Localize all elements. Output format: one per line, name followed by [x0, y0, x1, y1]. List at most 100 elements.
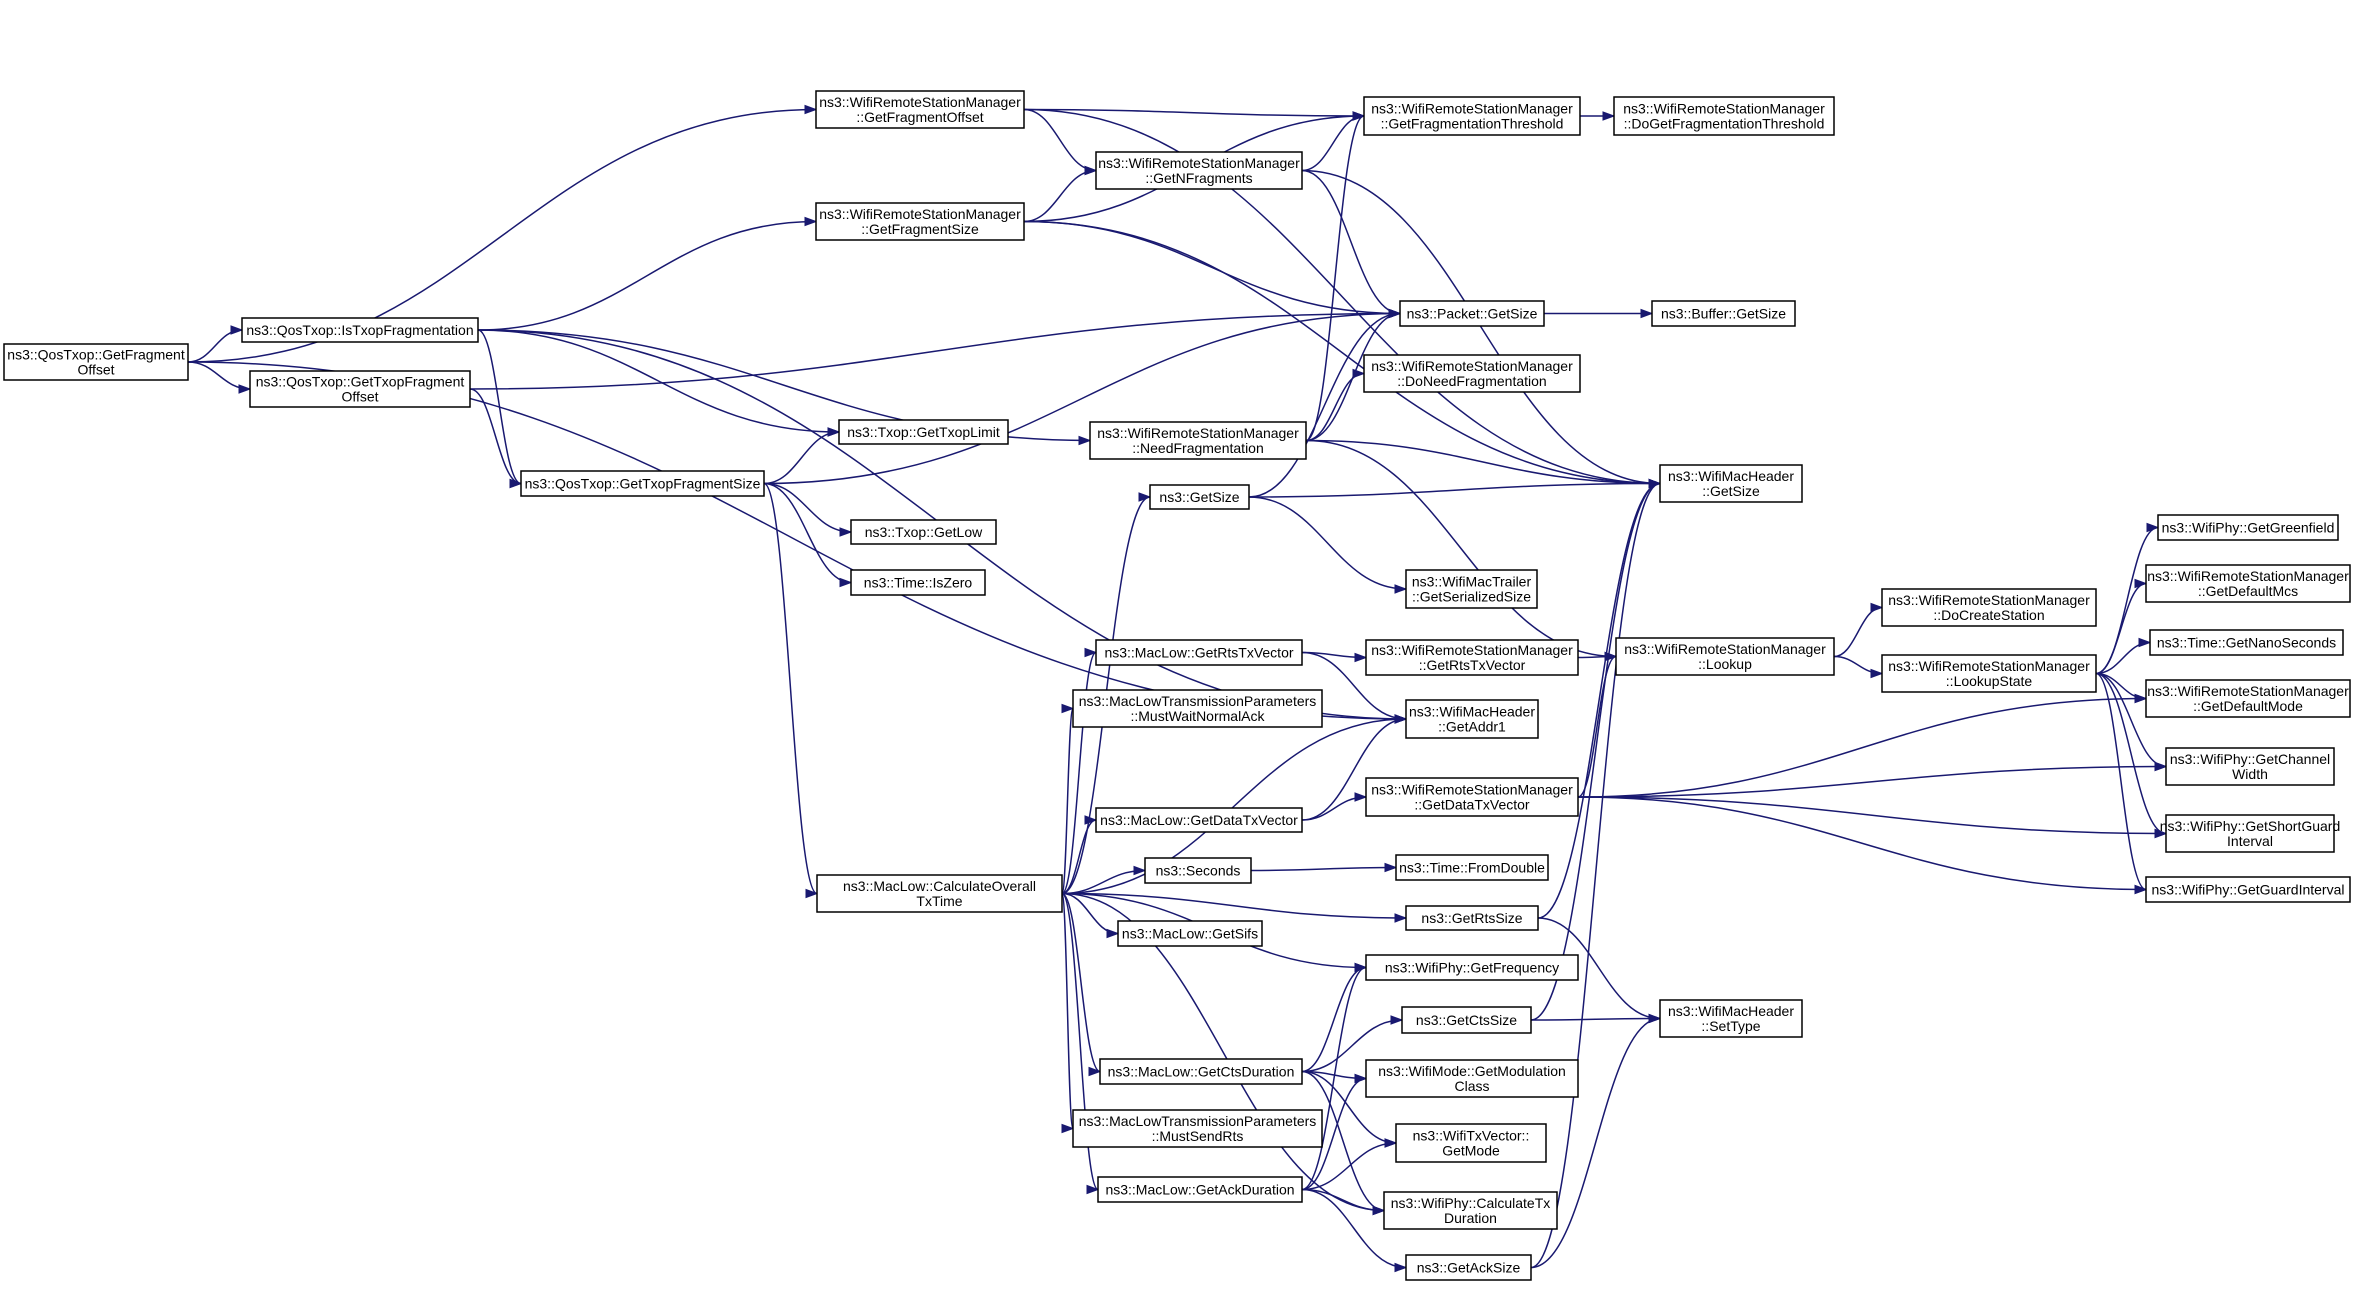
node-box	[838, 419, 1009, 445]
edge-calcOverall-to-getCtsDur	[1061, 892, 1101, 1073]
node-box	[1399, 300, 1545, 327]
arrowhead-mustSendRts	[1061, 1123, 1075, 1134]
node-box	[1117, 920, 1263, 947]
node-doGetFragThr[interactable]: ns3::WifiRemoteStationManager::DoGetFrag…	[1613, 96, 1835, 136]
edge-calcOverall-to-mustWaitAck	[1061, 707, 1074, 895]
node-getSize[interactable]: ns3::GetSize	[1149, 484, 1250, 510]
edge-wGetFragSize-to-hdrGetSize	[1023, 220, 1661, 485]
node-label: ns3::MacLow::GetRtsTxVector	[1104, 645, 1293, 661]
edge-getNFrag-to-pktGetSize	[1301, 169, 1401, 315]
node-label: ::NeedFragmentation	[1132, 440, 1264, 456]
node-label: ns3::GetAckSize	[1417, 1260, 1521, 1276]
edge-wGetFragOffset-to-getNFrag	[1023, 108, 1097, 172]
node-fromDouble[interactable]: ns3::Time::FromDouble	[1395, 854, 1549, 881]
edge-getNFrag-to-hdrGetSize	[1301, 169, 1661, 485]
node-box	[1363, 96, 1581, 136]
node-trailerSize[interactable]: ns3::WifiMacTrailer::GetSerializedSize	[1405, 569, 1538, 609]
node-getNFrag[interactable]: ns3::WifiRemoteStationManager::GetNFragm…	[1095, 151, 1303, 190]
node-box	[815, 90, 1025, 129]
edge-seconds-to-fromDouble	[1250, 866, 1397, 872]
arrowhead-getCtsSize	[1390, 1015, 1404, 1025]
node-box	[1149, 484, 1250, 510]
edge-getAckDur-to-txVecGetMode	[1301, 1142, 1397, 1191]
node-needFrag[interactable]: ns3::WifiRemoteStationManager::NeedFragm…	[1089, 421, 1307, 460]
node-box	[1395, 1123, 1547, 1163]
node-box	[850, 569, 986, 596]
node-doNeedFrag[interactable]: ns3::WifiRemoteStationManager::DoNeedFra…	[1363, 354, 1581, 393]
node-box	[1089, 421, 1307, 460]
node-lookup[interactable]: ns3::WifiRemoteStationManager::Lookup	[1615, 637, 1835, 676]
arrowhead-getFreq	[1354, 962, 1368, 973]
edge-calcOverall-to-getRtsSize	[1061, 892, 1407, 919]
node-getRtsTxVec[interactable]: ns3::MacLow::GetRtsTxVector	[1095, 639, 1303, 666]
node-getNanoSec[interactable]: ns3::Time::GetNanoSeconds	[2149, 629, 2344, 656]
node-getFreq[interactable]: ns3::WifiPhy::GetFrequency	[1365, 954, 1579, 981]
arrowhead-pktGetSize	[1388, 308, 1402, 319]
node-box	[2149, 629, 2344, 656]
node-label: ::GetFragmentOffset	[856, 109, 983, 125]
node-txopLow[interactable]: ns3::Txop::GetLow	[850, 519, 997, 545]
node-pktGetSize[interactable]: ns3::Packet::GetSize	[1399, 300, 1545, 327]
node-hdrGetSize[interactable]: ns3::WifiMacHeader::GetSize	[1659, 464, 1803, 503]
node-wGetFragSize[interactable]: ns3::WifiRemoteStationManager::GetFragme…	[815, 202, 1025, 241]
arrowhead-needFrag	[1078, 435, 1092, 446]
node-getRtsSize[interactable]: ns3::GetRtsSize	[1405, 905, 1539, 931]
node-box	[1365, 639, 1579, 676]
node-getGI[interactable]: ns3::WifiPhy::GetGuardInterval	[2145, 876, 2351, 903]
node-getCtsDur[interactable]: ns3::MacLow::GetCtsDuration	[1099, 1058, 1303, 1085]
node-getCtsSize[interactable]: ns3::GetCtsSize	[1401, 1006, 1532, 1034]
node-label: ns3::MacLow::GetSifs	[1122, 926, 1258, 942]
edge-calcOverall-to-getAckDur	[1061, 892, 1099, 1191]
node-label: ns3::Txop::GetTxopLimit	[847, 424, 1000, 440]
node-getSifs[interactable]: ns3::MacLow::GetSifs	[1117, 920, 1263, 947]
node-label: ns3::WifiPhy::GetGuardInterval	[2152, 882, 2345, 898]
node-getDataTxVec[interactable]: ns3::MacLow::GetDataTxVector	[1095, 807, 1303, 833]
node-getAckDur[interactable]: ns3::MacLow::GetAckDuration	[1097, 1176, 1303, 1203]
node-txVecGetMode[interactable]: ns3::WifiTxVector::GetMode	[1395, 1123, 1547, 1163]
node-getTxopFragSize[interactable]: ns3::QosTxop::GetTxopFragmentSize	[520, 470, 765, 497]
node-label: ::GetFragmentSize	[861, 221, 979, 237]
node-getDefaultMcs[interactable]: ns3::WifiRemoteStationManager::GetDefaul…	[2145, 564, 2351, 603]
node-lookupState[interactable]: ns3::WifiRemoteStationManager::LookupSta…	[1881, 654, 2097, 693]
node-wGetDataTxVec[interactable]: ns3::WifiRemoteStationManager::GetDataTx…	[1365, 777, 1579, 817]
arrowhead-getTxopFragSize	[509, 478, 523, 489]
node-label: Interval	[2227, 833, 2273, 849]
node-label: ::GetSerializedSize	[1412, 589, 1531, 605]
node-mustWaitAck[interactable]: ns3::MacLowTransmissionParameters::MustW…	[1072, 689, 1323, 728]
node-label: ::GetNFragments	[1145, 170, 1252, 186]
node-label: ns3::WifiPhy::GetGreenfield	[2162, 520, 2335, 536]
node-wGetFragOffset[interactable]: ns3::WifiRemoteStationManager::GetFragme…	[815, 90, 1025, 129]
arrowhead-getRtsSize	[1394, 913, 1408, 923]
node-root[interactable]: ns3::QosTxop::GetFragmentOffset	[3, 343, 189, 381]
node-timeIsZero[interactable]: ns3::Time::IsZero	[850, 569, 986, 596]
node-label: ns3::WifiMacHeader	[1668, 1003, 1794, 1019]
arrowhead-seconds	[1133, 865, 1147, 876]
node-getGreenfield[interactable]: ns3::WifiPhy::GetGreenfield	[2157, 514, 2339, 541]
node-seconds[interactable]: ns3::Seconds	[1144, 857, 1252, 884]
node-setType[interactable]: ns3::WifiMacHeader::SetType	[1659, 999, 1803, 1038]
node-wGetRtsTxVec[interactable]: ns3::WifiRemoteStationManager::GetRtsTxV…	[1365, 639, 1579, 676]
node-txopLimit[interactable]: ns3::Txop::GetTxopLimit	[838, 419, 1009, 445]
node-label: ns3::WifiPhy::GetChannel	[2170, 751, 2330, 767]
node-getFragThr[interactable]: ns3::WifiRemoteStationManager::GetFragme…	[1363, 96, 1581, 136]
node-label: ns3::Seconds	[1156, 863, 1241, 879]
node-label: ns3::WifiRemoteStationManager	[1371, 101, 1573, 117]
node-label: ns3::WifiRemoteStationManager	[1624, 641, 1826, 657]
node-bufGetSize[interactable]: ns3::Buffer::GetSize	[1651, 300, 1796, 327]
node-getDefaultMode[interactable]: ns3::WifiRemoteStationManager::GetDefaul…	[2145, 679, 2351, 718]
node-label: Offset	[341, 389, 378, 405]
node-mustSendRts[interactable]: ns3::MacLowTransmissionParameters::MustS…	[1072, 1109, 1323, 1148]
edge-needFrag-to-lookup	[1305, 439, 1617, 658]
node-getAckSize[interactable]: ns3::GetAckSize	[1405, 1254, 1532, 1281]
node-label: ::LookupState	[1946, 673, 2033, 689]
node-getAddr1[interactable]: ns3::WifiMacHeader::GetAddr1	[1405, 699, 1539, 739]
node-isTxopFrag[interactable]: ns3::QosTxop::IsTxopFragmentation	[241, 317, 479, 343]
node-doCreateSta[interactable]: ns3::WifiRemoteStationManager::DoCreateS…	[1881, 588, 2097, 627]
node-box	[1659, 999, 1803, 1038]
